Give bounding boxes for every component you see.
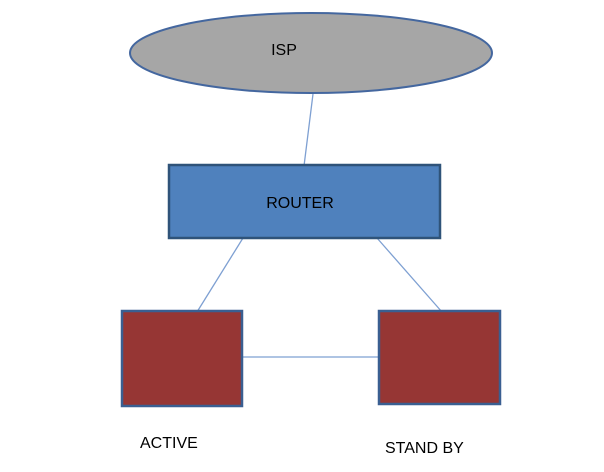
isp-node (129, 12, 493, 94)
connector-router-active (196, 237, 244, 313)
active-node (120, 309, 244, 408)
standby-label: STAND BY (385, 440, 464, 457)
router-label: ROUTER (266, 195, 334, 212)
router-node (167, 163, 442, 240)
connector-isp-router (303, 93, 314, 167)
standby-node (377, 309, 502, 406)
active-label: ACTIVE (140, 435, 198, 452)
connector-router-standby (376, 237, 443, 313)
isp-label: ISP (271, 42, 297, 59)
